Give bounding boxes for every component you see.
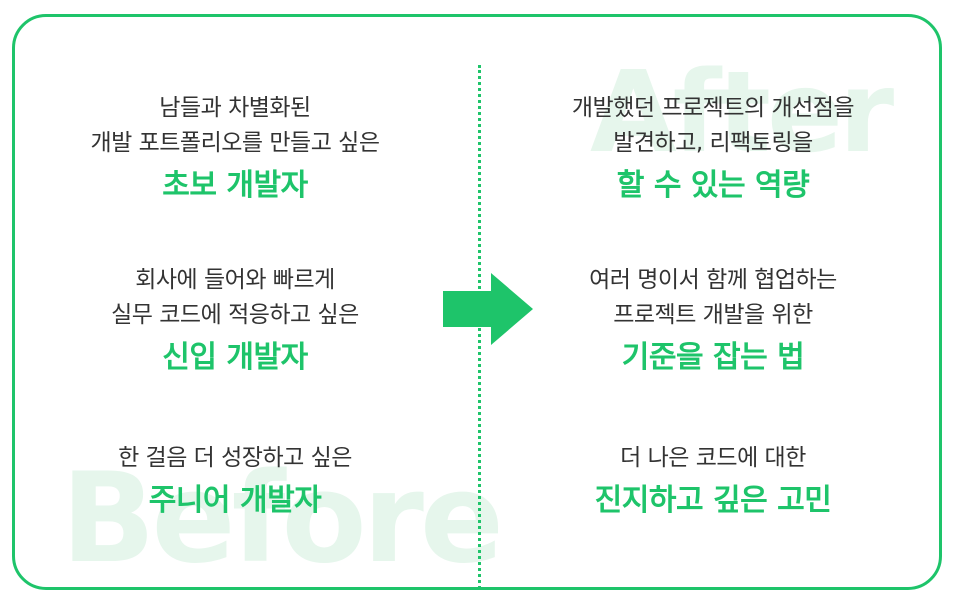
- before-item-text: 개발 포트폴리오를 만들고 싶은: [90, 130, 380, 156]
- before-item-highlight: 신입 개발자: [162, 340, 308, 375]
- comparison-card: Before After 남들과 차별화된 개발 포트폴리오를 만들고 싶은 초…: [12, 14, 942, 590]
- arrow-right-icon: [443, 273, 533, 345]
- before-item-highlight: 초보 개발자: [162, 168, 308, 203]
- after-item-highlight: 기준을 잡는 법: [621, 340, 805, 375]
- after-item-highlight: 진지하고 깊은 고민: [594, 483, 832, 518]
- after-item-text: 개발했던 프로젝트의 개선점을: [571, 95, 855, 121]
- after-item-highlight: 할 수 있는 역량: [616, 168, 810, 203]
- before-item-highlight: 주니어 개발자: [148, 483, 322, 518]
- before-item-text: 실무 코드에 적응하고 싶은: [111, 302, 359, 328]
- before-item-text: 남들과 차별화된: [159, 95, 311, 121]
- before-item-text: 한 걸음 더 성장하고 싶은: [118, 445, 352, 471]
- after-item-collaboration: 여러 명이서 함께 협업하는 프로젝트 개발을 위한 기준을 잡는 법: [493, 263, 933, 380]
- after-item-text: 더 나은 코드에 대한: [620, 445, 806, 471]
- after-item-text: 발견하고, 리팩토링을: [613, 130, 813, 156]
- after-item-text: 프로젝트 개발을 위한: [613, 302, 813, 328]
- before-item-beginner: 남들과 차별화된 개발 포트폴리오를 만들고 싶은 초보 개발자: [15, 91, 455, 208]
- after-item-refactoring: 개발했던 프로젝트의 개선점을 발견하고, 리팩토링을 할 수 있는 역량: [493, 91, 933, 208]
- before-item-newcomer: 회사에 들어와 빠르게 실무 코드에 적응하고 싶은 신입 개발자: [15, 263, 455, 380]
- after-column: 개발했던 프로젝트의 개선점을 발견하고, 리팩토링을 할 수 있는 역량 여러…: [493, 17, 933, 587]
- before-column: 남들과 차별화된 개발 포트폴리오를 만들고 싶은 초보 개발자 회사에 들어와…: [15, 17, 455, 587]
- before-item-text: 회사에 들어와 빠르게: [135, 267, 335, 293]
- before-item-junior: 한 걸음 더 성장하고 싶은 주니어 개발자: [15, 441, 455, 523]
- after-item-deep-thinking: 더 나은 코드에 대한 진지하고 깊은 고민: [493, 441, 933, 523]
- after-item-text: 여러 명이서 함께 협업하는: [589, 267, 837, 293]
